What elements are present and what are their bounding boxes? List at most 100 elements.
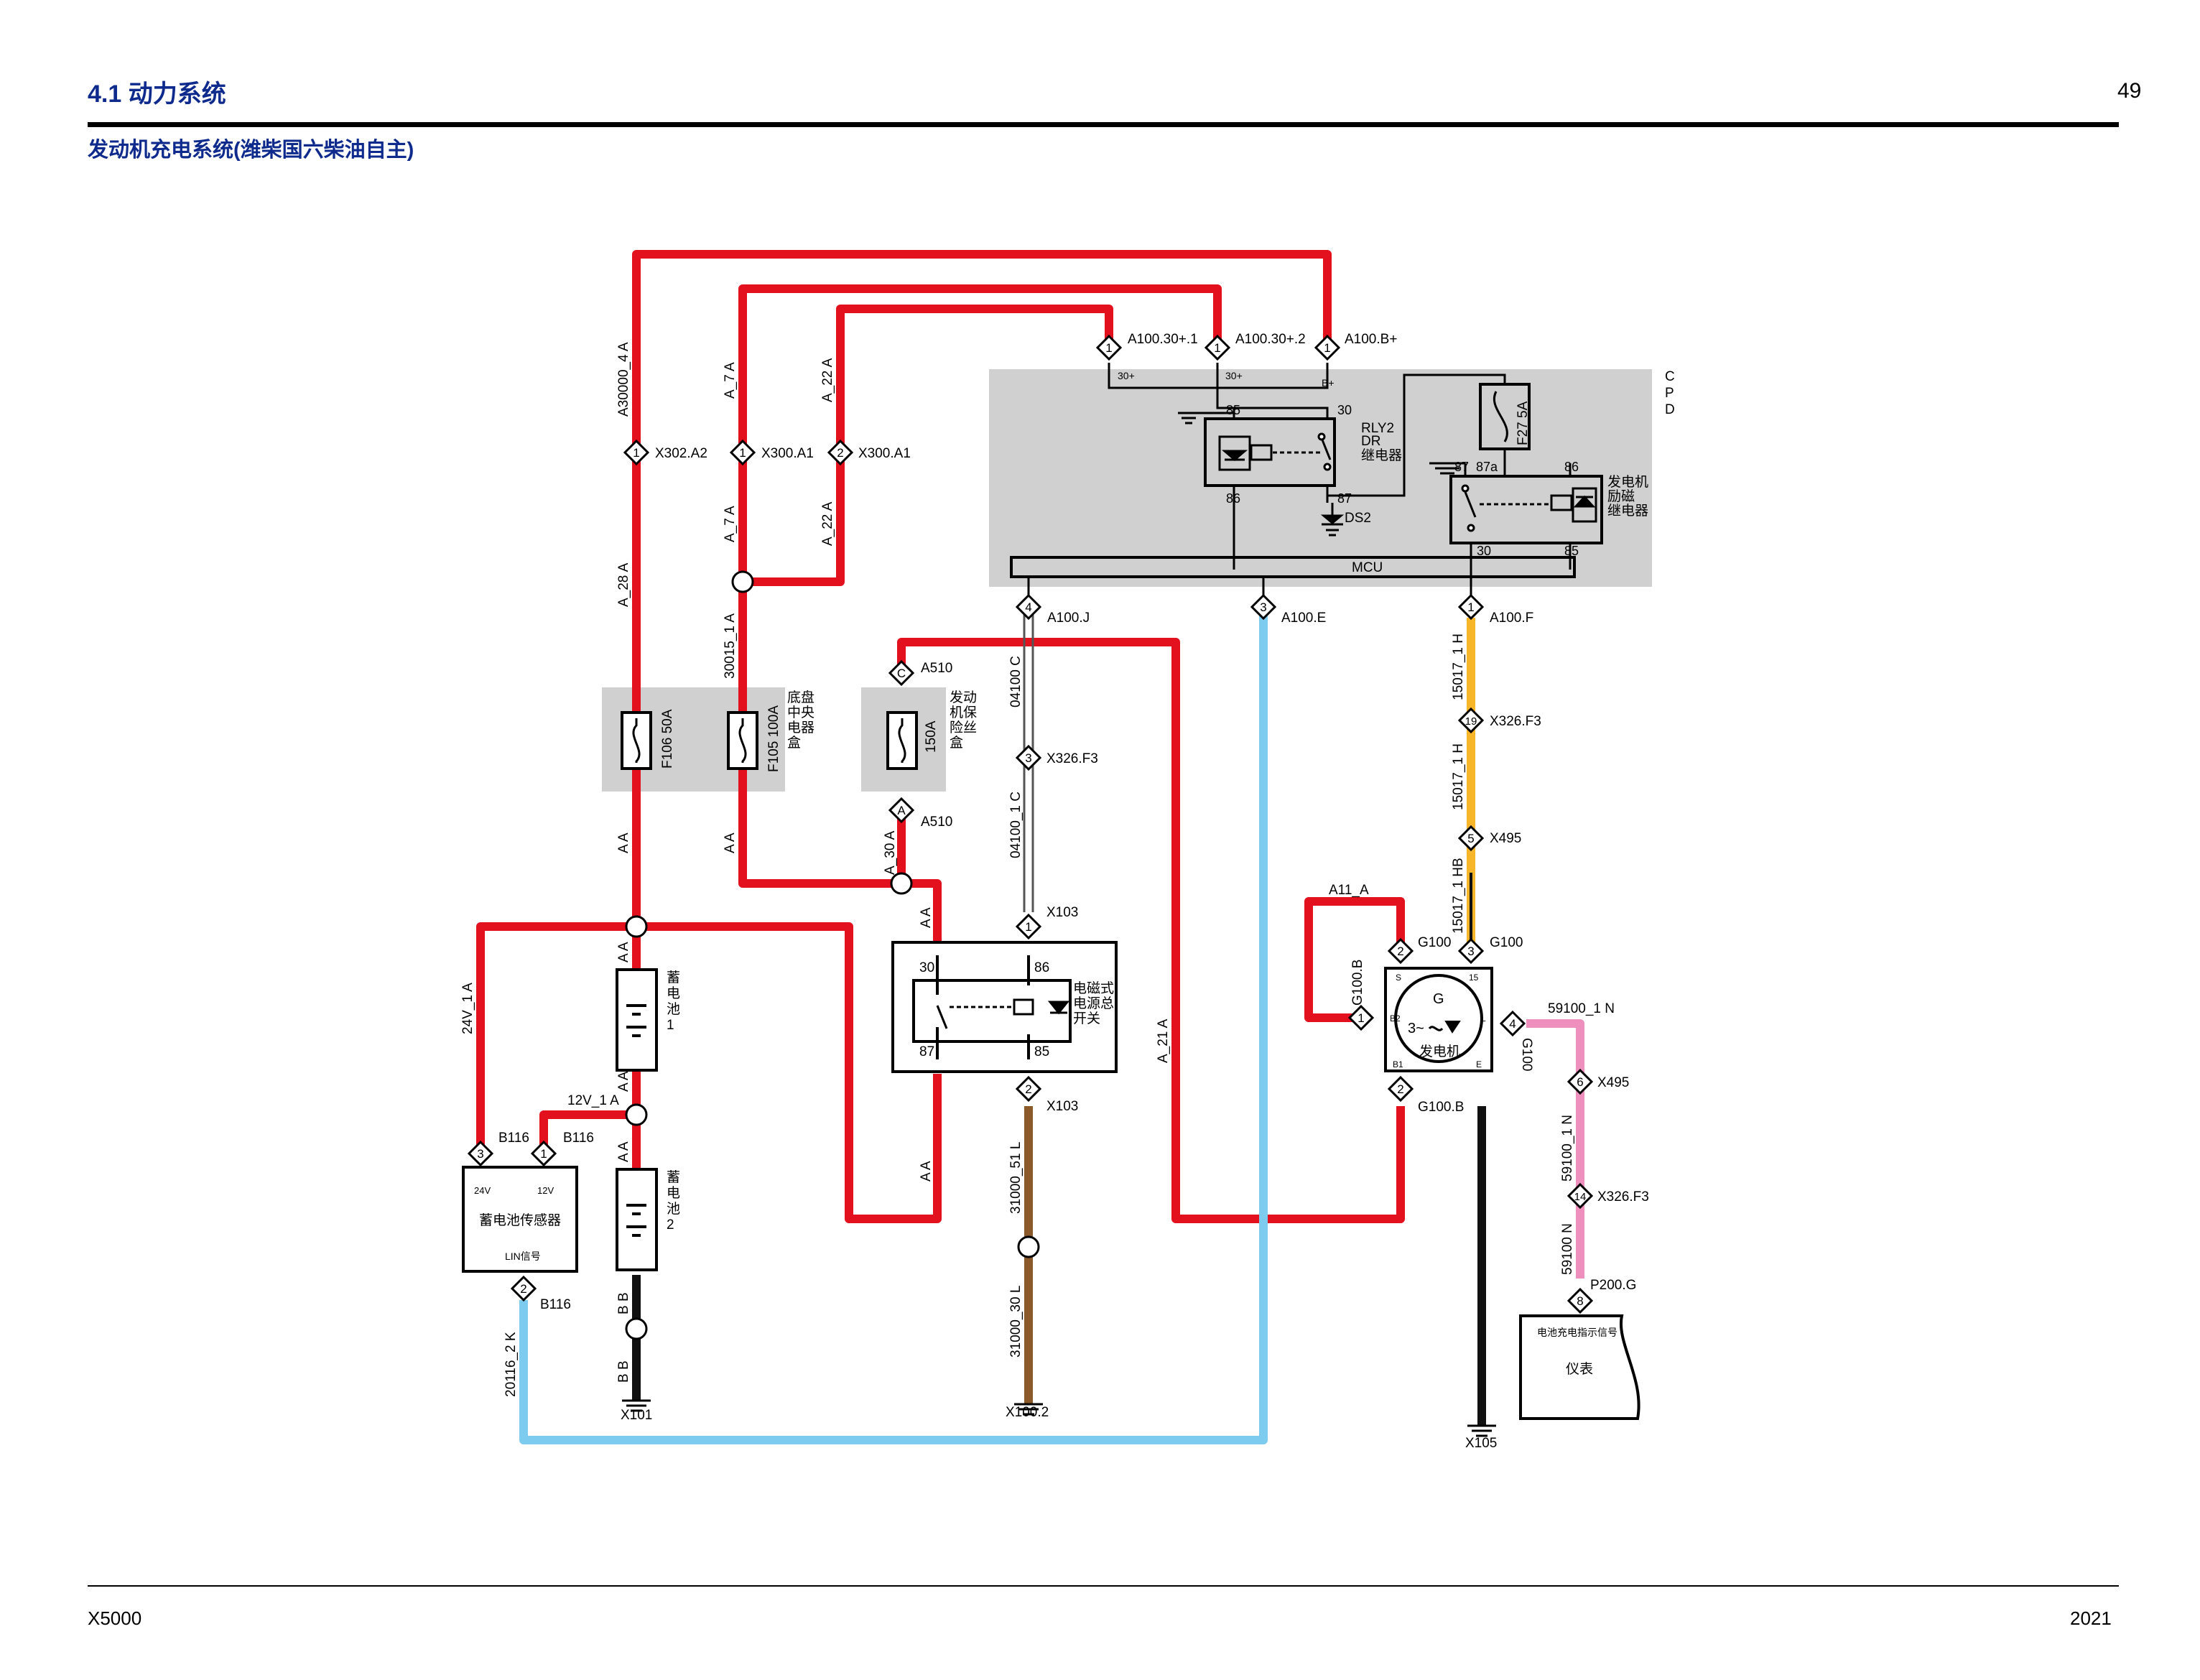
- generator-name: 发电机: [1419, 1044, 1460, 1059]
- rly2-relay-symbol: [1218, 432, 1332, 471]
- svg-text:59100 N: 59100 N: [1560, 1223, 1575, 1275]
- svg-text:A_28 A: A_28 A: [616, 562, 631, 607]
- instrument-box: [1519, 1314, 1640, 1420]
- connector-a100-b: A100.B+: [1345, 332, 1397, 347]
- svg-text:DR: DR: [1361, 434, 1380, 449]
- svg-text:87: 87: [1454, 460, 1469, 474]
- svg-text:A_7 A: A_7 A: [723, 506, 738, 542]
- svg-text:A A: A A: [919, 907, 934, 928]
- svg-text:12V: 12V: [537, 1185, 554, 1196]
- connector-g100b-2: G100.B: [1418, 1100, 1464, 1115]
- connector-a510-c: A510: [921, 661, 952, 676]
- ground-labels: X101 X100.2 X105: [621, 1405, 1497, 1451]
- svg-text:底盘: 底盘: [787, 690, 814, 705]
- svg-text:中央: 中央: [787, 705, 814, 720]
- svg-text:85: 85: [1564, 544, 1579, 558]
- svg-text:发动: 发动: [950, 690, 977, 705]
- footer-rule: [88, 1585, 2119, 1587]
- svg-text:2: 2: [1397, 1082, 1403, 1096]
- svg-text:B B: B B: [616, 1360, 631, 1383]
- generator: [1384, 967, 1493, 1072]
- connector-a100-f: A100.F: [1490, 611, 1533, 626]
- svg-text:发电机: 发电机: [1607, 474, 1648, 490]
- svg-text:12V_1 A: 12V_1 A: [567, 1093, 619, 1108]
- svg-text:G: G: [1433, 991, 1444, 1007]
- svg-text:3: 3: [1467, 945, 1474, 958]
- battery-2: [616, 1168, 658, 1271]
- svg-text:2: 2: [1397, 945, 1403, 958]
- svg-text:4: 4: [1025, 600, 1031, 614]
- svg-text:04100 C: 04100 C: [1008, 656, 1024, 707]
- ground-symbols: [622, 1399, 1496, 1437]
- connector-p200-g: P200.G: [1590, 1278, 1636, 1293]
- svg-text:开关: 开关: [1073, 1011, 1100, 1026]
- connector-x326-f3-c: X326.F3: [1597, 1189, 1649, 1205]
- svg-text:2: 2: [667, 1217, 674, 1233]
- connector-pins: 1 1 1 1 1 2 4 3 1 C A 3 19 5 1 2 2 3 1 4…: [477, 341, 1586, 1308]
- svg-text:B B: B B: [616, 1292, 631, 1314]
- svg-text:A A: A A: [723, 832, 738, 853]
- svg-text:1: 1: [540, 1147, 547, 1161]
- svg-text:2: 2: [837, 446, 843, 460]
- ds2-label: DS2: [1345, 511, 1371, 526]
- svg-text:险丝: 险丝: [950, 720, 977, 735]
- svg-text:A A: A A: [616, 832, 631, 853]
- svg-text:15017_1 HB: 15017_1 HB: [1451, 858, 1466, 934]
- svg-text:X100.2: X100.2: [1006, 1405, 1049, 1420]
- svg-text:2: 2: [520, 1282, 526, 1296]
- cpd-labels: C P D MCU RLY2 DR 继电器 85 30 86 87 DS2 F2…: [1226, 369, 1675, 575]
- svg-text:F105 100A: F105 100A: [766, 705, 781, 772]
- svg-text:30015_1 A: 30015_1 A: [723, 613, 738, 679]
- svg-text:A: A: [897, 804, 906, 817]
- svg-text:机保: 机保: [950, 705, 977, 720]
- svg-text:1: 1: [1214, 341, 1220, 355]
- svg-text:A_30 A: A_30 A: [883, 830, 898, 875]
- svg-text:盒: 盒: [950, 735, 963, 751]
- svg-text:F106 50A: F106 50A: [660, 709, 675, 769]
- svg-text:电器: 电器: [787, 720, 814, 735]
- svg-text:85: 85: [1034, 1044, 1049, 1059]
- svg-text:A30000_4 A: A30000_4 A: [616, 342, 631, 417]
- svg-text:A_22 A: A_22 A: [820, 501, 835, 546]
- connector-g100-3: G100: [1490, 935, 1523, 950]
- svg-text:24V: 24V: [474, 1185, 491, 1196]
- battery-sensor-box: [462, 1166, 578, 1273]
- svg-text:LIN信号: LIN信号: [505, 1250, 541, 1262]
- battery-1: [616, 968, 658, 1072]
- svg-text:池: 池: [667, 1001, 680, 1017]
- svg-text:X105: X105: [1465, 1436, 1497, 1451]
- svg-text:14: 14: [1574, 1191, 1587, 1203]
- svg-text:30: 30: [919, 960, 934, 975]
- footer-model: X5000: [88, 1607, 141, 1629]
- svg-text:1: 1: [667, 1018, 674, 1033]
- svg-text:A_21 A: A_21 A: [1156, 1018, 1171, 1063]
- svg-text:F27 5A: F27 5A: [1516, 401, 1531, 445]
- svg-text:15: 15: [1469, 973, 1479, 983]
- connector-a100-30-1: A100.30+.1: [1128, 332, 1198, 347]
- svg-text:A A: A A: [616, 1071, 631, 1092]
- main-switch-module: [891, 941, 1118, 1073]
- splice-points: [625, 570, 1040, 1340]
- svg-text:87: 87: [1337, 491, 1352, 506]
- svg-text:20116_2 K: 20116_2 K: [503, 1332, 519, 1397]
- connector-diamonds: [467, 334, 1594, 1314]
- page-number: 49: [2117, 79, 2141, 103]
- svg-text:电磁式: 电磁式: [1073, 980, 1114, 996]
- svg-text:E: E: [1476, 1059, 1482, 1069]
- svg-text:A11_A: A11_A: [1329, 883, 1369, 898]
- svg-text:D: D: [1665, 402, 1675, 417]
- svg-text:B+: B+: [1322, 377, 1335, 389]
- svg-text:24V_1 A: 24V_1 A: [460, 983, 475, 1034]
- connector-x103-2: X103: [1046, 1099, 1078, 1114]
- svg-text:继电器: 继电器: [1361, 447, 1402, 463]
- connector-g100-2: G100: [1418, 935, 1451, 950]
- svg-text:2: 2: [1025, 1082, 1031, 1096]
- svg-text:蓄: 蓄: [667, 1169, 680, 1185]
- connector-x300-a1-2: X300.A1: [858, 446, 911, 461]
- svg-text:31000_51 L: 31000_51 L: [1008, 1142, 1024, 1214]
- svg-text:A A: A A: [616, 942, 631, 962]
- connector-b116-1: B116: [563, 1131, 594, 1146]
- svg-text:励磁: 励磁: [1607, 488, 1635, 504]
- battery-labels: 蓄 电 池 1 蓄 电 池 2: [667, 970, 680, 1233]
- svg-text:蓄: 蓄: [667, 970, 680, 985]
